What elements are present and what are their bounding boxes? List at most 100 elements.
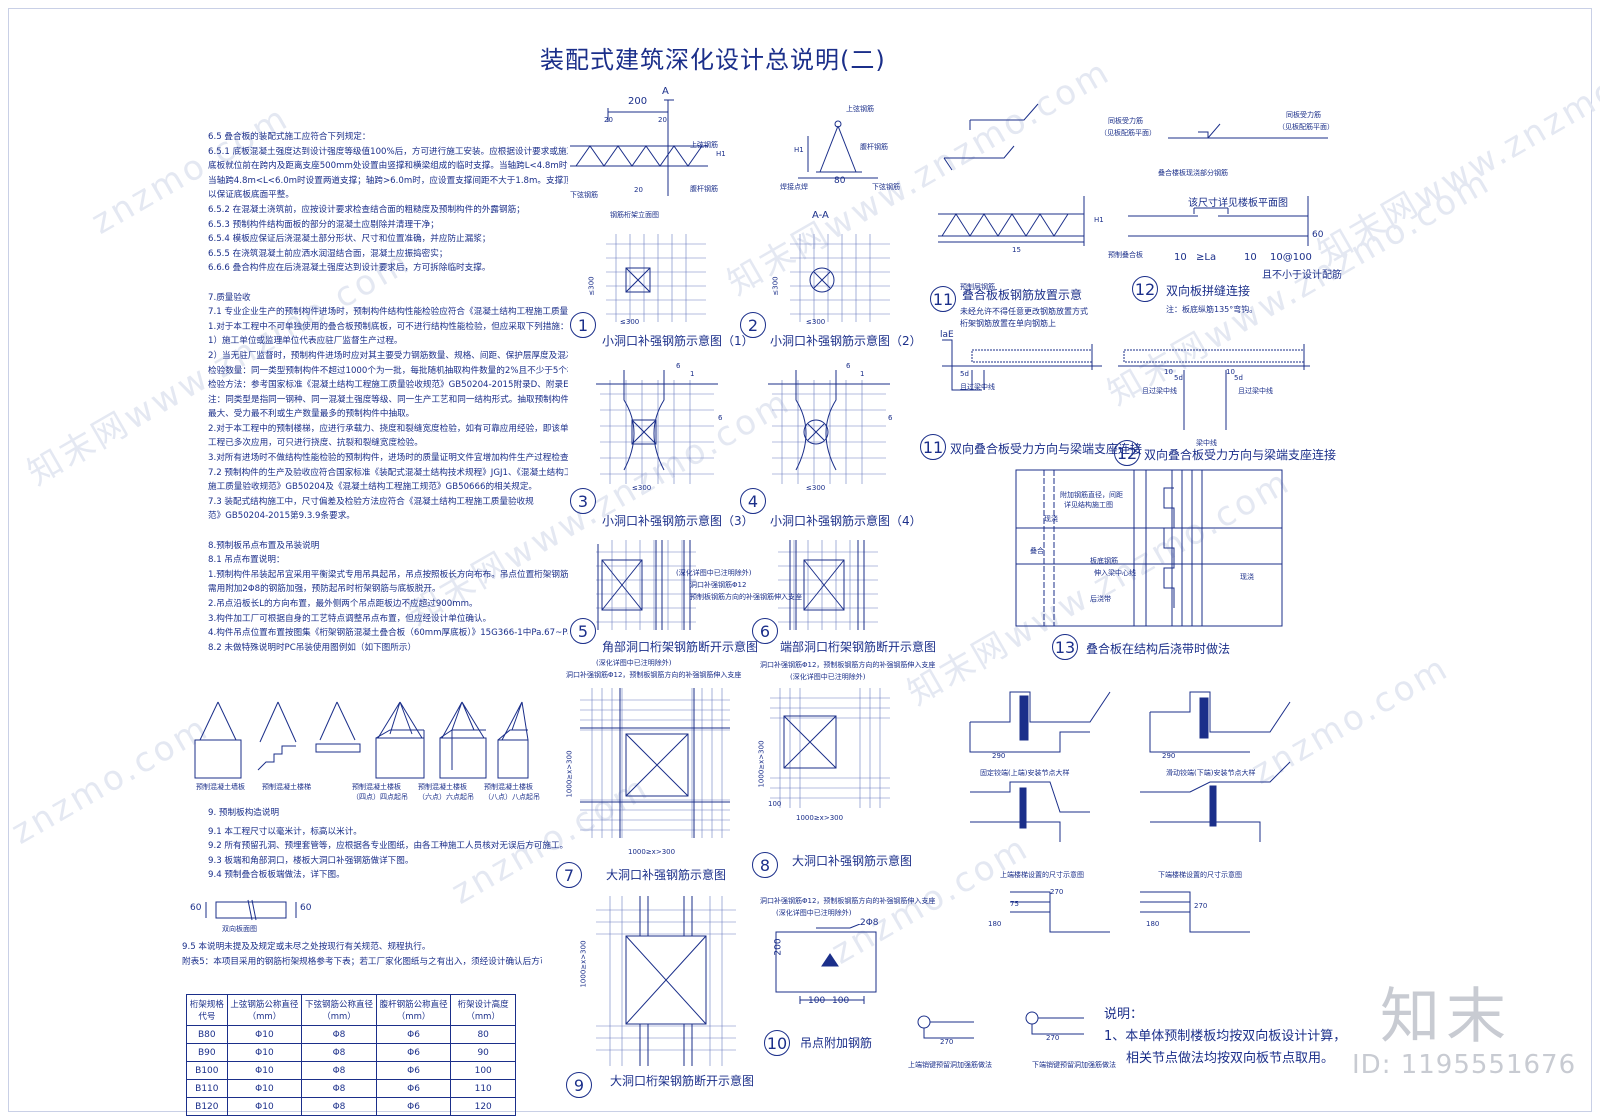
note-line: 6.5.4 模板应保证后浇混凝土部分形状、尺寸和位置准确，并应防止漏浆； — [208, 234, 491, 245]
truss-spec-table: 桁架规格代号 上弦钢筋公称直径（mm） 下弦钢筋公称直径（mm） 腹杆钢筋公称直… — [186, 994, 516, 1116]
detail-caption: 大洞口补强钢筋示意图 — [792, 854, 913, 868]
detail-caption: 小洞口补强钢筋示意图（1） — [602, 334, 754, 348]
note-11: 未经允许不得任意更改钢筋放置方式 — [960, 307, 1088, 316]
detail-caption: 大洞口补强钢筋示意图 — [606, 868, 727, 882]
note-line: 需用附加2Φ8的钢筋加强，预防起吊时桁架钢筋与底板脱开。 — [208, 584, 441, 595]
big-note: 洞口补强钢筋Φ12，预制板钢筋方向的补强钢筋伸入支座 — [760, 661, 936, 669]
dim-1000: 1000≥x>300 — [796, 814, 844, 822]
beam-cl: 且过梁中线 — [1142, 387, 1177, 395]
note-line: 9.4 预制叠合板板端做法，详下图。 — [208, 870, 345, 881]
note-line: 2.吊点沿板长L的方向布置，最外侧两个吊点距板边不应超过900mm。 — [208, 599, 478, 609]
small-hole-grid-4 — [768, 370, 890, 484]
table-cell: Φ10 — [226, 1079, 303, 1098]
detail-label: 固定铰端(上端)安装节点大样 — [980, 769, 1070, 777]
detail-label: 上端销键预留洞加强筋做法 — [908, 1061, 992, 1069]
truss-break-end — [778, 540, 878, 630]
note-line: 9.2 所有预留孔洞、预埋套管等，应根据各专业图纸，由各工种施工人员核对无误后方… — [208, 841, 568, 852]
detail-number: 11 — [920, 434, 946, 460]
dim-le300: ≤300 — [620, 318, 640, 326]
design-notes: 6.5 叠合板的装配式施工应符合下列规定： 6.5.1 底板混凝土强度达到设计强… — [208, 130, 568, 655]
note-line: 6.5.3 预制构件结构面板的部分的混凝土应剔除并清理干净； — [208, 219, 439, 230]
table-cell: Φ8 — [301, 1079, 377, 1098]
dim-1000: 1000≥x>300 — [579, 940, 588, 988]
dim-la: ≥La — [1196, 252, 1217, 263]
drawing-frame — [8, 8, 1592, 1112]
table-cell: 80 — [450, 1025, 516, 1044]
lower-bar: 下弦钢筋 — [570, 191, 598, 199]
note-line: 6.5.2 在混凝土浇筑前，应按设计要求检查结合面的粗糙度及预制构件的外露钢筋； — [208, 204, 525, 215]
dim-1: 1 — [860, 370, 865, 378]
hoist-point-rebar — [775, 924, 877, 1004]
table-cell: Φ10 — [226, 1097, 303, 1116]
table-cell: Φ6 — [375, 1061, 452, 1080]
note-line: 底板就位前在跨内及距离支座500mm处设置由竖撑和横梁组成的临时支撑。当轴跨L<… — [208, 161, 568, 172]
slab-section — [205, 899, 297, 921]
dim-10: 10 — [1164, 368, 1173, 376]
lap-note: 该尺寸详见楼板平面图 — [1188, 198, 1288, 209]
note-line: 9.5 本说明未提及及规定或未尽之处按现行有关规范、规程执行。 — [182, 942, 431, 952]
big-hole-truss-9 — [596, 896, 736, 1066]
big-hole-grid-7 — [580, 688, 730, 838]
dim-1000: 1000≥x>300 — [628, 848, 676, 856]
dim-1: 1 — [690, 370, 695, 378]
remark-line: 相关节点做法均按双向板节点取用。 — [1126, 1051, 1335, 1066]
table-cell: Φ6 — [375, 1079, 452, 1098]
note-line: 8.2 未做特殊说明时PC吊装使用图例如（如下图所示） — [208, 642, 417, 653]
note-line: 注：同类型是指同一钢种、同一混凝土强度等级、同一生产工艺和同一结构形式。抽取预制… — [208, 394, 568, 405]
note-line — [208, 524, 568, 539]
table-header: 桁架规格代号 — [186, 994, 228, 1026]
detail-label: 290 — [1162, 752, 1176, 760]
note-line: 6.6.6 叠合构件应在后浇混凝土强度达到设计要求后，方可拆除临时支撑。 — [208, 263, 491, 274]
note-line: 8.预制板吊点布置及吊装说明 — [208, 540, 320, 551]
detail-label: 290 — [992, 752, 1006, 760]
add-note: 详见结构施工图 — [1064, 501, 1113, 509]
detail-caption: 端部洞口桁架钢筋断开示意图 — [780, 640, 937, 654]
truss-elevation — [570, 99, 878, 196]
detail-number: 12 — [1132, 276, 1158, 302]
detail-number: 10 — [764, 1030, 790, 1056]
dim-20: 20 — [634, 186, 643, 194]
big-note: (深化详图中已注明除外) — [776, 909, 852, 917]
dim-10: 10 — [1226, 368, 1235, 376]
detail-label: 270 — [1046, 1034, 1060, 1042]
beam-cl: 且过梁中线 — [1238, 387, 1273, 395]
table-cell: B100 — [186, 1061, 228, 1080]
note-line: 4.构件吊点位置布置按图集《桁架钢筋混凝土叠合板（60mm厚底板）》15G366… — [208, 628, 568, 639]
detail-label: 滑动铰端(下端)安装节点大样 — [1166, 769, 1256, 777]
web-bar: 腹杆钢筋 — [690, 185, 718, 193]
note-line — [208, 276, 568, 291]
table-cell: Φ8 — [301, 1061, 377, 1080]
detail-label: 下端销键预留洞加强筋做法 — [1032, 1061, 1116, 1069]
detail-caption: 小洞口补强钢筋示意图（3） — [602, 514, 754, 528]
dim-100: 100 — [832, 996, 850, 1006]
slab-rebar-detail — [938, 103, 1085, 246]
same-bar: 同板受力筋 — [1108, 117, 1143, 125]
dim-60: 60 — [1312, 230, 1324, 240]
big-note: (深化详图中已注明除外) — [596, 659, 672, 667]
slab-bar-label: 板底钢筋 — [1090, 557, 1118, 565]
detail-number: 7 — [556, 862, 582, 888]
post-cast-strip — [1015, 469, 1283, 627]
dim-5d: 5d — [1234, 374, 1243, 382]
upper-bar: 上弦钢筋 — [690, 141, 718, 149]
note-line: 7.2 预制构件的生产及验收应符合国家标准《装配式混凝土结构技术规程》JGJ1、… — [208, 467, 568, 478]
table-cell: Φ8 — [301, 1043, 377, 1062]
remark: 说明： 1、本单体预制楼板均按双向板设计计算， 相关节点做法均按双向板节点取用。 — [1104, 1004, 1346, 1070]
precast-slab: 预制叠合板 — [1108, 251, 1143, 259]
dim-80: 80 — [834, 176, 846, 186]
pre-layer: 预制层钢筋 — [960, 283, 995, 291]
note-line: 1.对于本工程中不可单独使用的叠合板预制底板，可不进行结构性能检验，但应采取下列… — [208, 321, 568, 332]
note-line: 2）当无驻厂监督时，预制构件进场时应对其主要受力钢筋数量、规格、间距、保护层厚度… — [208, 350, 568, 361]
table-cell: Φ6 — [375, 1043, 452, 1062]
note-line: 8.1 吊点布置说明： — [208, 555, 285, 566]
dim-2-8: 2Φ8 — [860, 918, 879, 928]
small-hole-grid-1 — [606, 234, 706, 322]
remark-head: 说明： — [1104, 1007, 1144, 1022]
detail-number: 13 — [1052, 634, 1078, 660]
cast-label: 现浇 — [1240, 573, 1254, 581]
